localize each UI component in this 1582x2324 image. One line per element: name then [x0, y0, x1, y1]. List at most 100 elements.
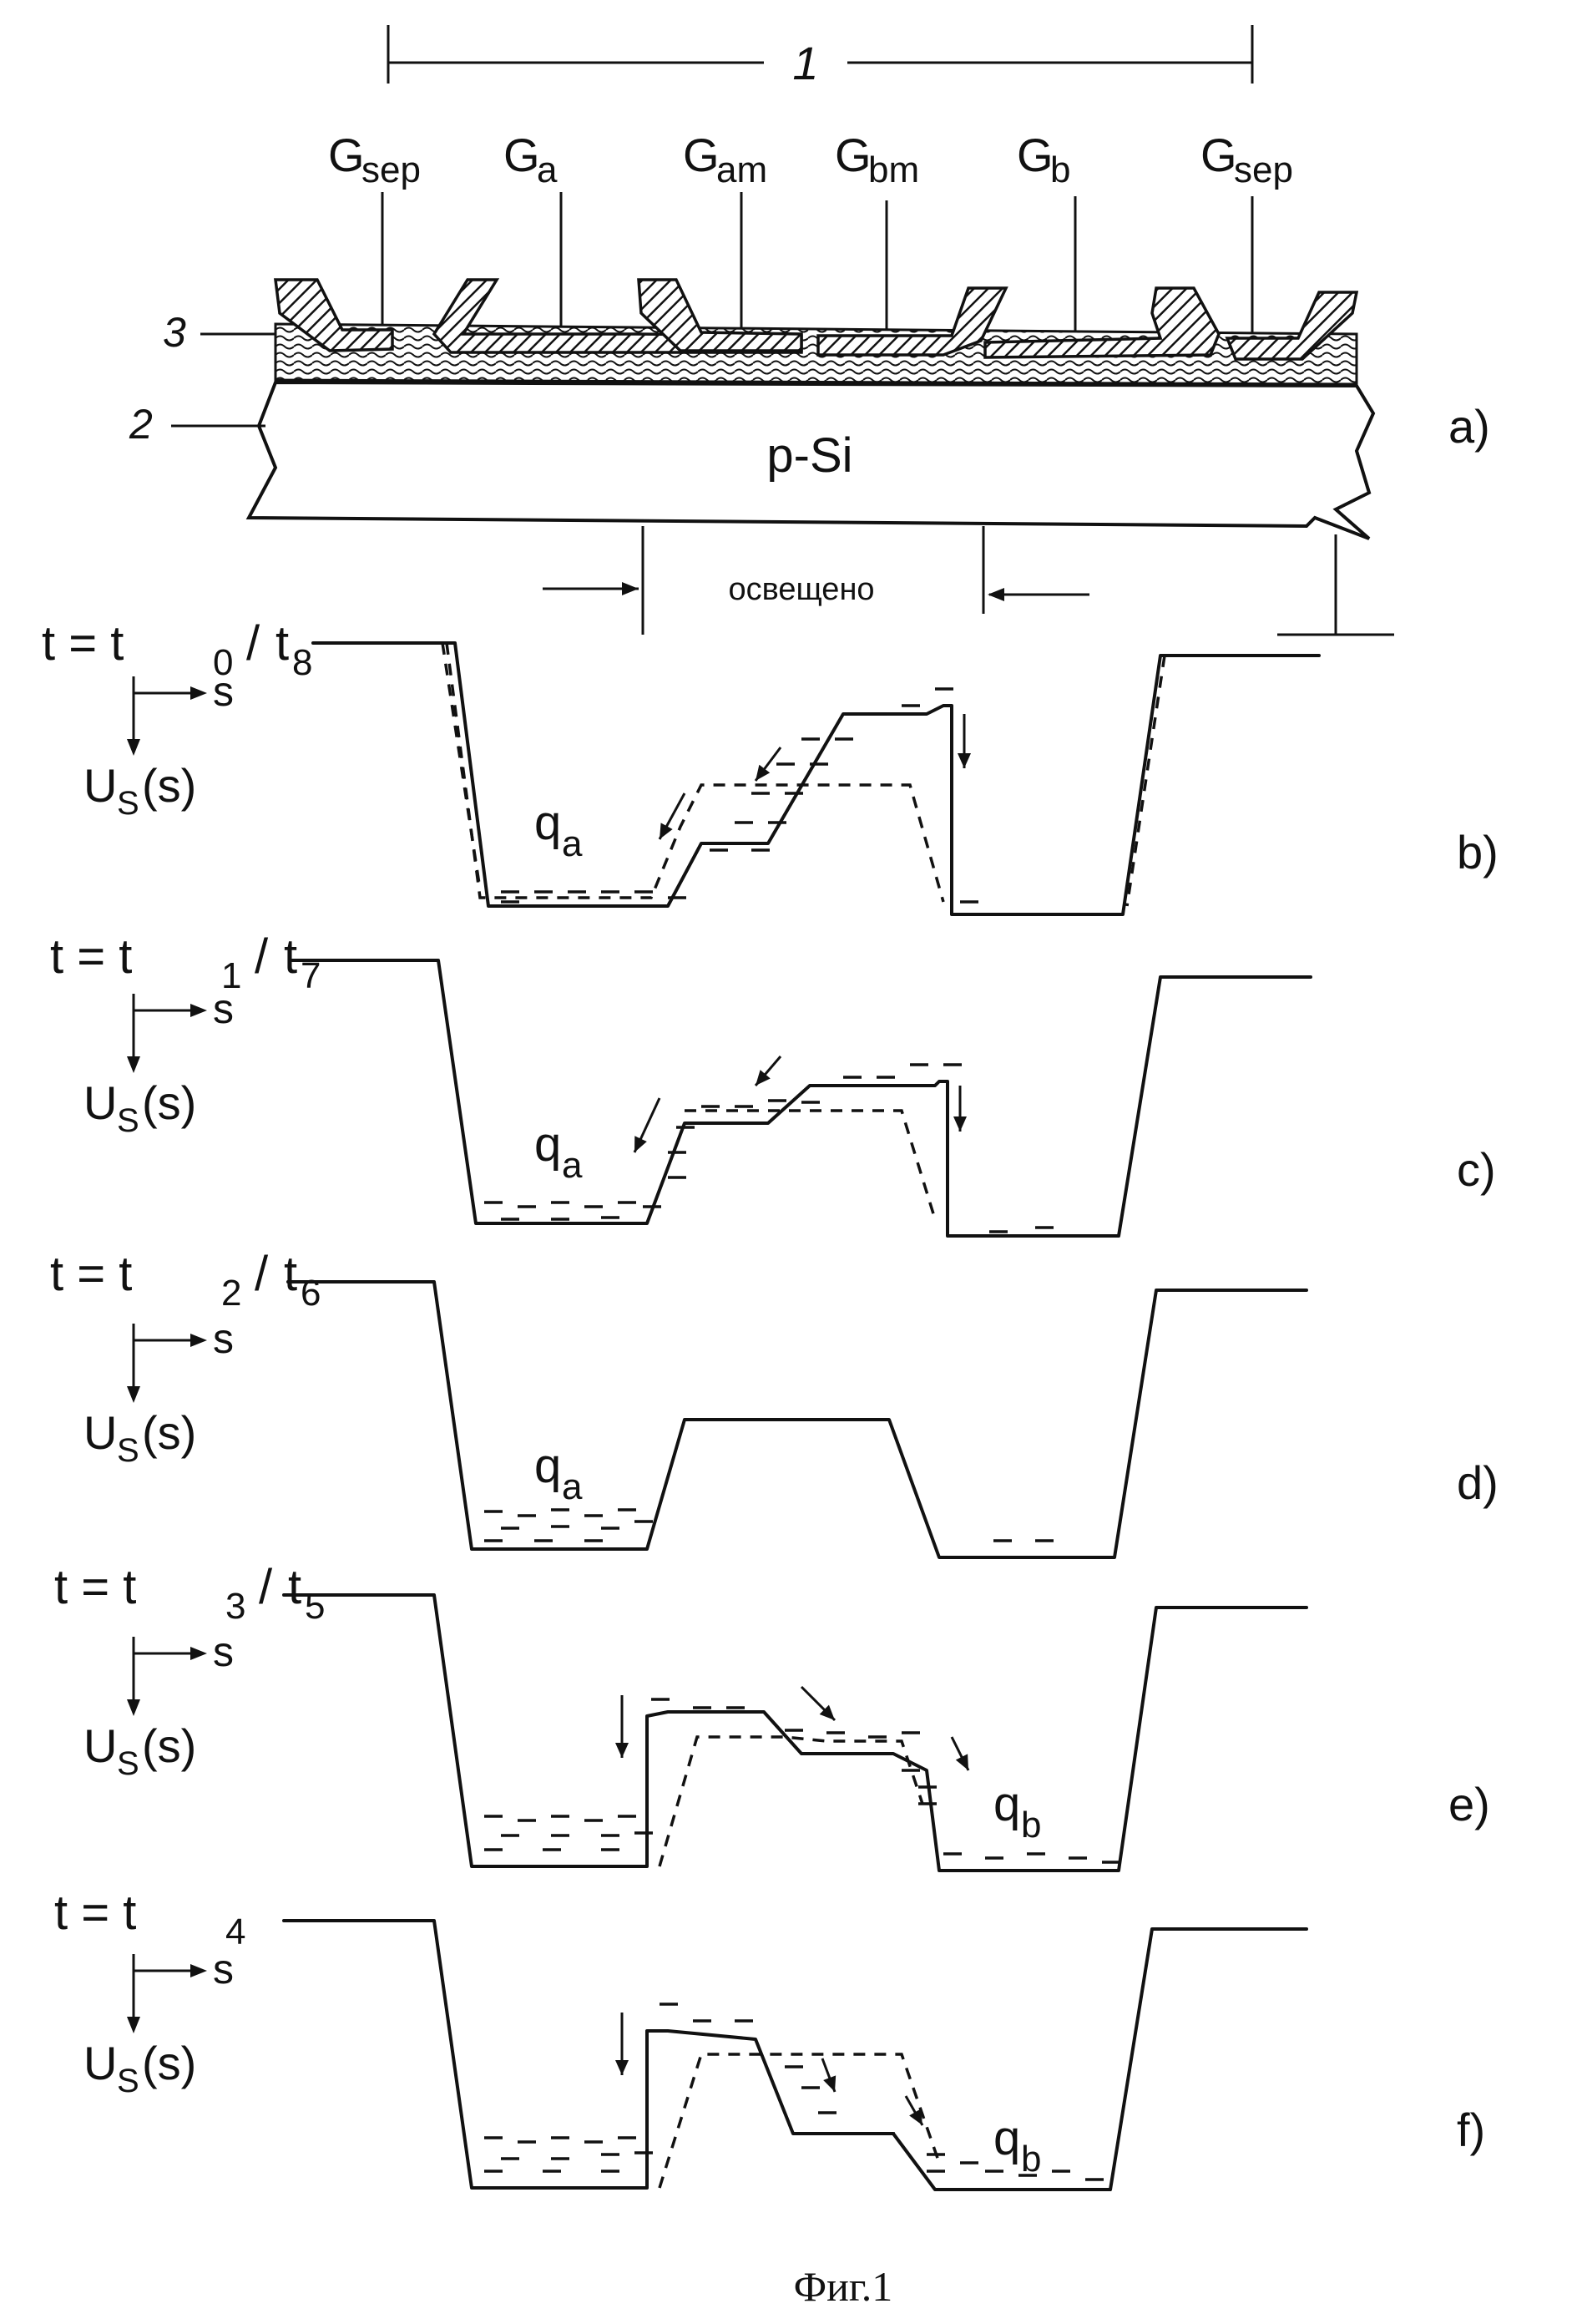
time-subscript-1: 2 [221, 1273, 241, 1314]
illum-arrowhead-right [988, 588, 1004, 601]
u-axis-sub: S [117, 1102, 139, 1139]
time-t2: t [288, 1560, 301, 1614]
gate-b [985, 288, 1219, 357]
s-axis-arrow [190, 1647, 207, 1660]
u-axis-label: U [83, 1406, 117, 1459]
gate-label-sub: bm [868, 149, 919, 190]
panel-label: e) [1448, 1778, 1490, 1830]
illuminated-label: освещено [728, 572, 874, 607]
u-axis-arrow [127, 739, 140, 756]
gate-label-main: G [328, 129, 365, 181]
u-axis-arrow [127, 2017, 140, 2033]
time-prefix: t = t [42, 616, 124, 671]
panel-label: c) [1457, 1143, 1496, 1196]
u-axis-arrow [127, 1699, 140, 1716]
flow-arrow [660, 793, 685, 839]
u-axis-label: U [83, 1076, 117, 1129]
charge-label: qb [993, 1777, 1041, 1846]
gate-label-main: G [683, 129, 720, 181]
flow-arrow [822, 2058, 836, 2092]
charge-symbol: q [534, 1117, 561, 1172]
time-prefix: t = t [54, 1886, 136, 1940]
s-axis-arrow [190, 1334, 207, 1347]
time-prefix: t = t [54, 1560, 136, 1614]
charge-symbol: q [993, 2111, 1020, 2165]
axis-indicator: sUS(s) [83, 1946, 234, 2099]
time-subscript-2: 5 [305, 1586, 325, 1627]
figure-caption: Фиг.1 [794, 2263, 893, 2310]
u-axis-arg: (s) [142, 1076, 196, 1129]
panel-label: d) [1457, 1456, 1499, 1509]
potential-profile-dashed [447, 643, 943, 902]
charge-subscript: a [562, 823, 583, 864]
time-t2: t [275, 616, 289, 671]
charge-symbol: q [534, 1439, 561, 1493]
flow-arrow-head [953, 1116, 967, 1132]
time-subscript-2: 8 [292, 642, 312, 683]
potential-profile-solid [288, 1282, 1307, 1557]
time-t2: t [284, 929, 297, 984]
s-axis-arrow [190, 686, 207, 700]
substrate-label: p-Si [766, 428, 852, 483]
flow-arrow [801, 1687, 835, 1720]
gate-labels: GsepGaGamGbmGbGsep [328, 129, 1293, 190]
time-subscript-1: 3 [225, 1586, 245, 1627]
u-axis-label: U [83, 1719, 117, 1772]
axis-indicator: sUS(s) [83, 668, 234, 822]
time-slash: / [259, 1560, 273, 1614]
charge-subscript: a [562, 1466, 583, 1507]
structure-diagram: 1 GsepGaGamGbmGbGsep 3 p-Si 2 [129, 25, 1490, 635]
u-axis-sub: S [117, 2063, 139, 2099]
panel-b: t = t0/t8sUS(s)qab) [42, 616, 1499, 914]
s-axis-label: s [213, 1628, 234, 1675]
flow-arrow [953, 1086, 967, 1132]
u-axis-sub: S [117, 1432, 139, 1469]
u-axis-sub: S [117, 1745, 139, 1782]
s-axis-label: s [213, 985, 234, 1032]
panel-label: f) [1457, 2104, 1485, 2156]
panel-e: t = t 3 / t5 sUS(s) qb e) [54, 1560, 1490, 1871]
charge-marks [484, 1510, 1054, 1541]
gate-label-main: G [1017, 129, 1054, 181]
gate-label-sub: b [1050, 149, 1070, 190]
flow-arrow [634, 1098, 660, 1152]
time-prefix: t = t [50, 929, 132, 984]
time-subscript-2: 6 [301, 1273, 321, 1314]
ref-3-label: 3 [163, 309, 186, 356]
time-slash: / [246, 616, 260, 671]
u-axis-arg: (s) [142, 2037, 196, 2089]
gate-label-sub: sep [1234, 149, 1293, 190]
potential-profile-dashed [1127, 656, 1165, 906]
gate-label-sub: sep [361, 149, 421, 190]
gate-label-main: G [835, 129, 872, 181]
charge-label: qa [534, 1439, 583, 1507]
flow-arrow-head [615, 1743, 629, 1758]
time-label: t = t2/t6 [50, 1247, 321, 1314]
panel-label: b) [1457, 826, 1499, 878]
u-axis-arrow [127, 1386, 140, 1403]
time-label: t = t1/t7 [50, 929, 321, 996]
flow-arrow-head [823, 2075, 836, 2092]
charge-symbol: q [534, 796, 561, 850]
gate-label-sub: am [716, 149, 767, 190]
time-slash: / [255, 929, 269, 984]
gate-label: Gsep [1200, 129, 1293, 190]
time-label: t = t4 [54, 1886, 245, 1952]
flow-arrow [906, 2096, 922, 2125]
s-axis-arrow [190, 1004, 207, 1017]
charge-subscript: b [1021, 2139, 1041, 2180]
u-axis-arg: (s) [142, 759, 196, 812]
flow-arrow [958, 714, 971, 768]
charge-marks [501, 689, 978, 902]
axis-indicator: sUS(s) [83, 1628, 234, 1782]
potential-profile-solid [284, 1595, 1307, 1871]
flow-arrow [615, 2013, 629, 2075]
potential-profile-dashed [685, 1111, 935, 1219]
u-axis-label: U [83, 2037, 117, 2089]
potential-profile-dashed [660, 2054, 939, 2188]
ref-1-label: 1 [792, 37, 818, 89]
flow-arrow [615, 1695, 629, 1758]
u-axis-arg: (s) [142, 1719, 196, 1772]
s-axis-label: s [213, 1946, 234, 1992]
